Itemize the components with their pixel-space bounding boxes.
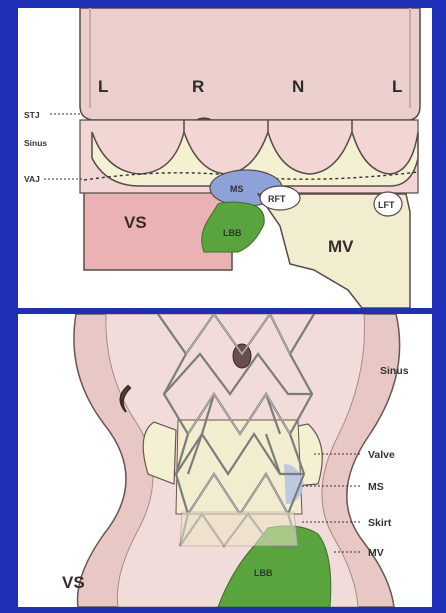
top-panel: L R N L STJ Sinus VAJ VS MS RFT LBB MV L… — [18, 8, 432, 308]
lbb-label: LBB — [223, 228, 242, 238]
lft-label: LFT — [378, 200, 395, 210]
callout-mv: MV — [368, 547, 384, 559]
cusp-label-left-1: L — [98, 77, 108, 96]
aorta-wall — [80, 8, 420, 120]
mv-label: MV — [328, 237, 354, 256]
stj-label: STJ — [24, 110, 40, 120]
vs-label: VS — [62, 573, 85, 592]
coronary-ostium-2 — [233, 344, 251, 368]
callout-skirt: Skirt — [368, 517, 392, 529]
rft-label: RFT — [268, 194, 286, 204]
cusp-label-right: R — [192, 77, 204, 96]
ms-label: MS — [230, 184, 244, 194]
tavr-diagram: Sinus Valve MS Skirt MV VS LBB — [18, 314, 432, 607]
callout-valve: Valve — [368, 449, 395, 461]
bottom-panel: Sinus Valve MS Skirt MV VS LBB — [18, 314, 432, 607]
cusp-label-left-2: L — [392, 77, 402, 96]
vaj-label: VAJ — [24, 174, 40, 184]
valve-skirt — [180, 512, 298, 546]
aortic-root-diagram: L R N L STJ Sinus VAJ VS MS RFT LBB MV L… — [18, 8, 432, 308]
callout-ms: MS — [368, 481, 384, 493]
cusp-label-noncoronary: N — [292, 77, 304, 96]
lbb-label: LBB — [254, 568, 273, 578]
callout-sinus: Sinus — [380, 365, 409, 377]
sinus-label: Sinus — [24, 138, 47, 148]
vs-label: VS — [124, 213, 147, 232]
